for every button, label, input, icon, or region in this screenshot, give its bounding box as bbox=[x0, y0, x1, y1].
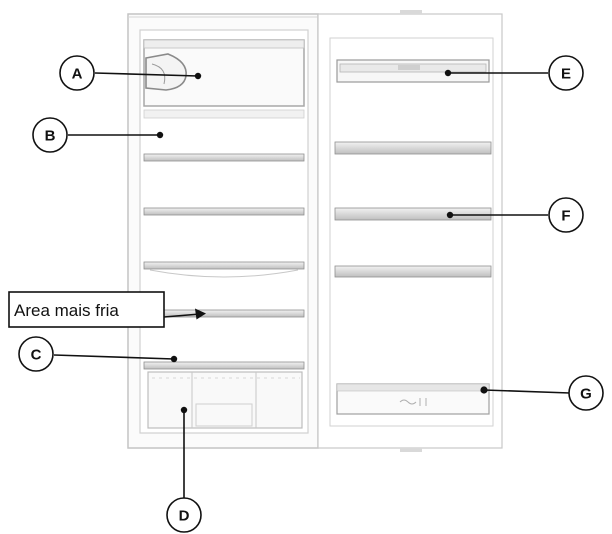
coldest-area-note: Area mais fria bbox=[8, 291, 206, 328]
callout-label-g: G bbox=[580, 386, 592, 403]
coldest-area-arrowhead bbox=[195, 308, 206, 320]
callout-g: G bbox=[568, 375, 604, 411]
door-inner-liner bbox=[329, 37, 494, 427]
leader-line-a bbox=[94, 72, 199, 77]
callout-b: B bbox=[32, 117, 68, 153]
glass-shelf-3 bbox=[143, 261, 305, 270]
callout-label-a: A bbox=[72, 66, 83, 83]
door-balcony-2 bbox=[334, 207, 492, 221]
coldest-area-box bbox=[8, 291, 165, 328]
callout-circle-f bbox=[548, 197, 584, 233]
leader-dot-d bbox=[180, 406, 188, 414]
callout-label-f: F bbox=[561, 208, 570, 225]
freezer-handle-detail bbox=[151, 63, 166, 85]
door-balcony-1 bbox=[334, 141, 492, 155]
callout-d: D bbox=[166, 497, 202, 533]
crisper-drawer bbox=[147, 371, 303, 429]
callout-f: F bbox=[548, 197, 584, 233]
callout-e: E bbox=[548, 55, 584, 91]
drip-tray bbox=[143, 109, 305, 119]
leader-dot-c bbox=[170, 355, 178, 363]
bottle-shelf-rim bbox=[336, 383, 490, 392]
callout-circle-e bbox=[548, 55, 584, 91]
callout-circle-g bbox=[568, 375, 604, 411]
crisper-cover-shelf bbox=[143, 361, 305, 370]
leader-dot-a bbox=[194, 72, 202, 80]
glass-shelf-1 bbox=[143, 153, 305, 162]
bottle-shelf-logo bbox=[399, 398, 427, 406]
leader-line-c bbox=[53, 354, 175, 360]
leader-dot-g bbox=[480, 386, 488, 394]
callout-label-c: C bbox=[31, 347, 42, 364]
fridge-cabinet bbox=[127, 13, 319, 449]
coldest-area-arrow-line bbox=[163, 313, 201, 318]
door-hinge-bottom bbox=[400, 448, 422, 452]
door-compartment-latch bbox=[398, 65, 420, 70]
callout-c: C bbox=[18, 336, 54, 372]
callout-label-b: B bbox=[45, 128, 56, 145]
callout-a: A bbox=[59, 55, 95, 91]
callout-label-e: E bbox=[561, 66, 571, 83]
shelf-3-lip bbox=[149, 269, 299, 278]
leader-dot-f bbox=[446, 211, 454, 219]
freezer-door-top-rim bbox=[143, 39, 305, 49]
coldest-area-text: Area mais fria bbox=[14, 301, 119, 320]
callout-label-d: D bbox=[179, 508, 190, 525]
leader-lines bbox=[53, 69, 571, 500]
door-hinge-top bbox=[400, 10, 422, 14]
leader-line-g bbox=[483, 389, 571, 394]
leader-dot-b bbox=[156, 131, 164, 139]
callout-circle-b bbox=[32, 117, 68, 153]
crisper-handle bbox=[195, 403, 253, 427]
callout-circle-a bbox=[59, 55, 95, 91]
callout-circle-c bbox=[18, 336, 54, 372]
callout-circle-d bbox=[166, 497, 202, 533]
glass-shelf-2 bbox=[143, 207, 305, 216]
door-balcony-3 bbox=[334, 265, 492, 278]
leader-dot-e bbox=[444, 69, 452, 77]
fridge-door bbox=[317, 10, 503, 452]
